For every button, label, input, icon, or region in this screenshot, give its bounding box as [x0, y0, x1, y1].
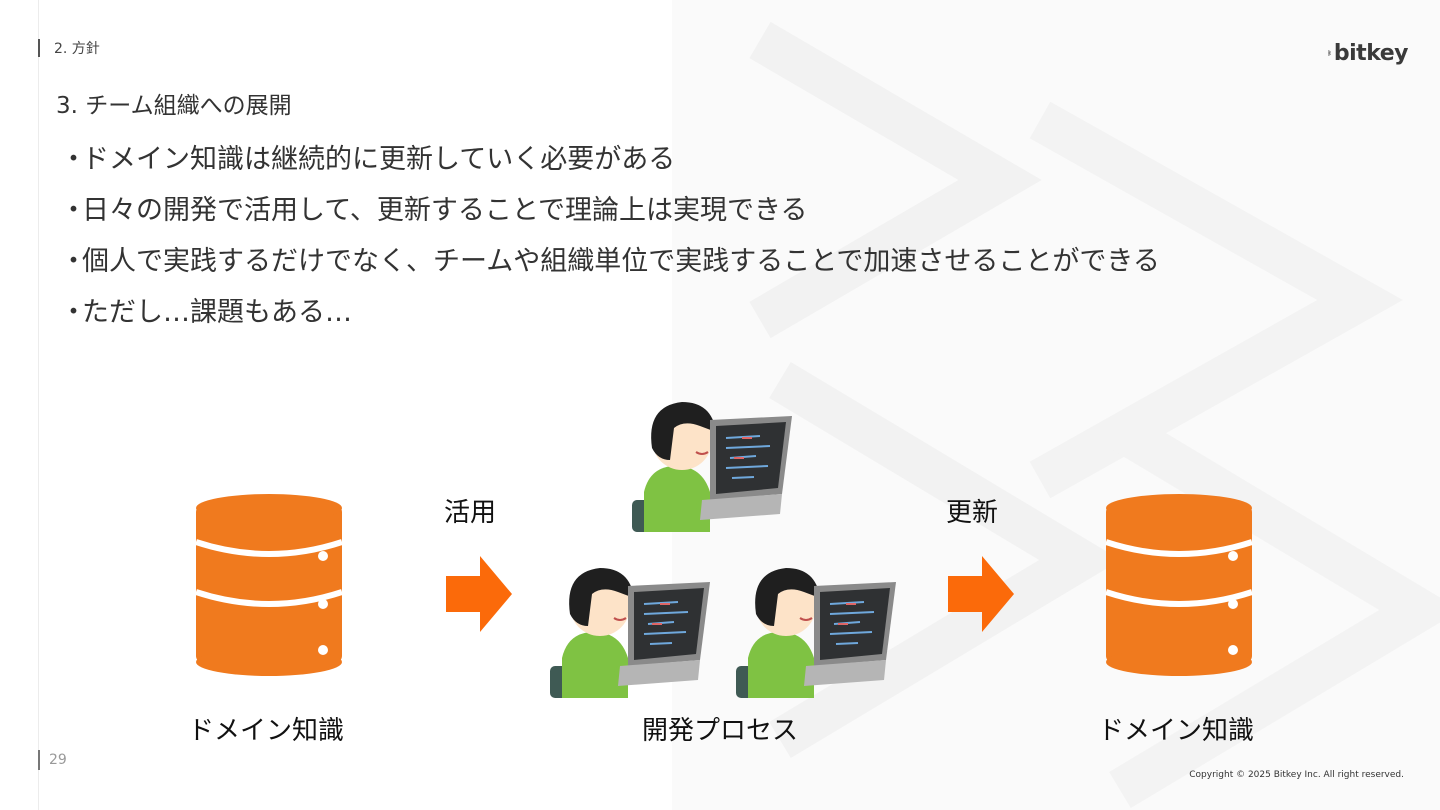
brand-name: bitkey [1333, 40, 1409, 66]
bullet-item: ・日々の開発で活用して、更新することで理論上は実現できる [60, 185, 1160, 236]
brand-logo: bitkey [1328, 36, 1409, 70]
copyright-notice: Copyright © 2025 Bitkey Inc. All right r… [1189, 770, 1404, 780]
bullet-item: ・ただし…課題もある… [60, 287, 1160, 338]
bullet-item: ・個人で実践するだけでなく、チームや組織単位で実践することで加速させることができ… [60, 236, 1160, 287]
right-arrow-icon [948, 556, 1014, 632]
bullet-text: 個人で実践するだけでなく、チームや組織単位で実践することで加速させることができる [82, 246, 1160, 277]
section-label: 2. 方針 [38, 38, 100, 58]
section-text: 2. 方針 [54, 41, 100, 57]
apply-arrow-label: 活用 [444, 498, 497, 528]
bullet-item: ・ドメイン知識は継続的に更新していく必要がある [60, 134, 1160, 185]
bullet-marker: ・ [60, 297, 87, 328]
right-arrow-icon [446, 556, 512, 632]
bullet-list: ・ドメイン知識は継続的に更新していく必要がある ・日々の開発で活用して、更新する… [60, 134, 1160, 338]
developer-illustration [736, 568, 896, 698]
bullet-marker: ・ [60, 195, 87, 226]
section-marker [38, 39, 40, 57]
bullet-text: 日々の開発で活用して、更新することで理論上は実現できる [82, 195, 808, 226]
bitkey-logo-icon [1328, 50, 1332, 56]
database-icon [195, 494, 343, 676]
slide-title: 3. チーム組織への展開 [56, 93, 292, 119]
developer-illustration [550, 568, 710, 698]
bullet-text: ただし…課題もある… [82, 297, 352, 328]
page-number: 29 [38, 750, 67, 770]
page-marker [38, 750, 40, 770]
bullet-text: ドメイン知識は継続的に更新していく必要がある [82, 144, 676, 175]
database-icon [1105, 494, 1253, 676]
page-number-text: 29 [49, 752, 67, 768]
developer-illustration [632, 402, 792, 532]
bullet-marker: ・ [60, 144, 87, 175]
right-database-label: ドメイン知識 [1098, 716, 1255, 746]
left-database-label: ドメイン知識 [188, 716, 345, 746]
dev-process-label: 開発プロセス [642, 716, 799, 746]
bullet-marker: ・ [60, 246, 87, 277]
left-margin-rule [38, 0, 39, 810]
update-arrow-label: 更新 [946, 498, 999, 528]
